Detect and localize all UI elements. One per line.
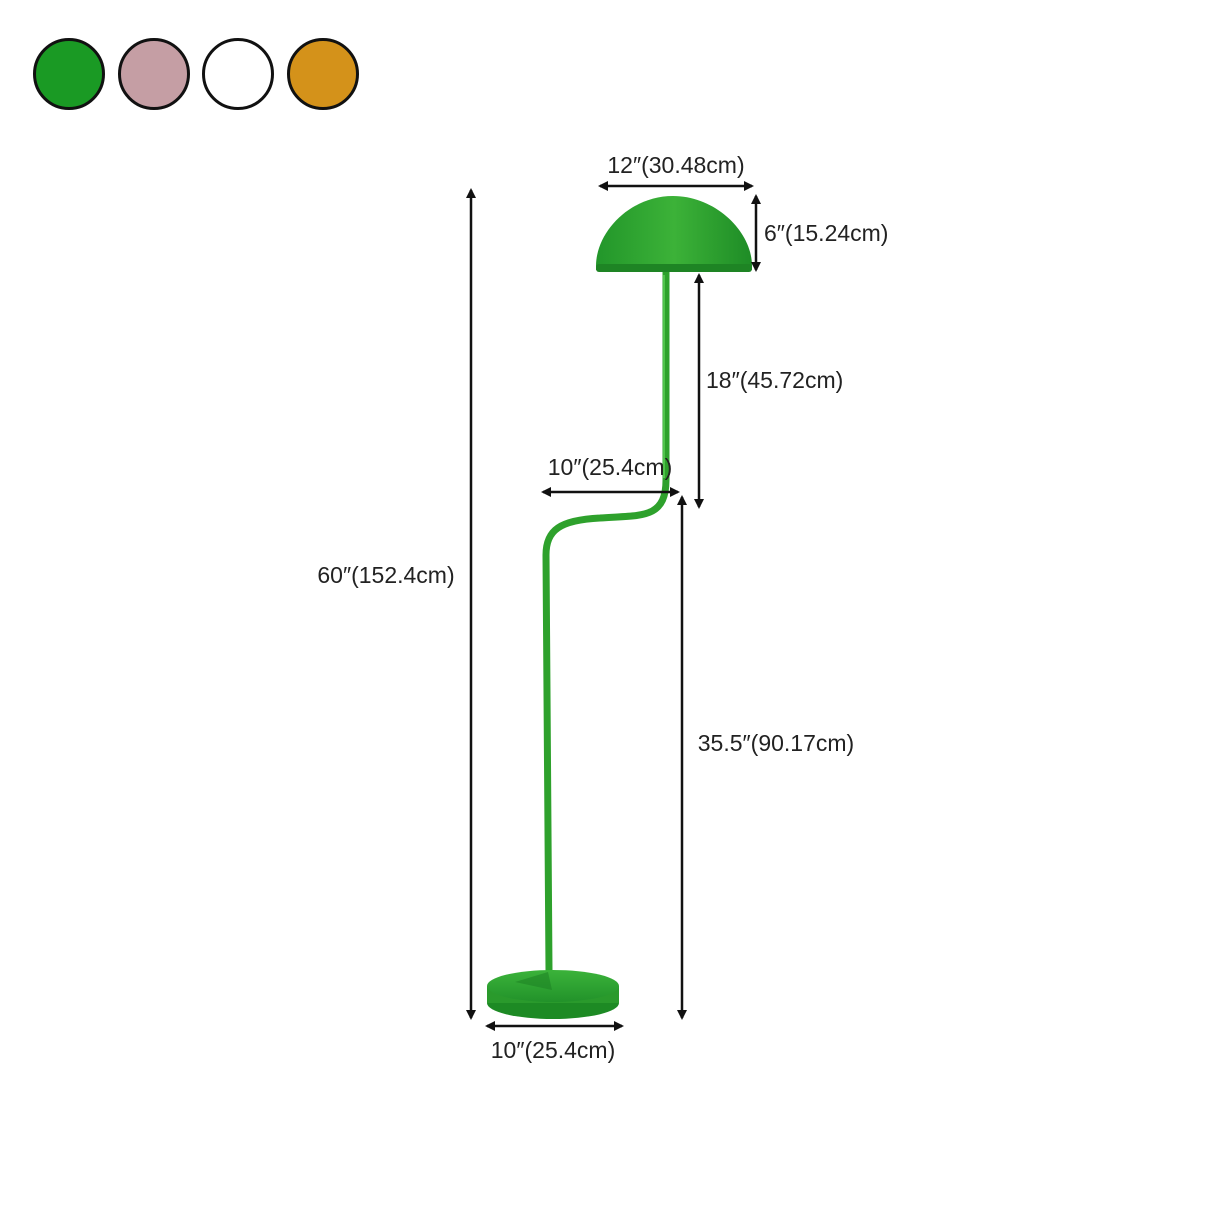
lamp-shade [596,196,752,270]
total-height-label: 60″(152.4cm) [317,562,454,588]
color-swatch-pink[interactable] [118,38,190,110]
lamp-base [487,970,619,1019]
lamp-stem [542,266,670,974]
floor-lamp [487,196,752,1019]
shade-height-label: 6″(15.24cm) [764,220,888,246]
upper-stem-label: 18″(45.72cm) [706,367,843,393]
color-swatch-green[interactable] [33,38,105,110]
shade-width-label: 12″(30.48cm) [607,152,744,178]
color-swatch-amber[interactable] [287,38,359,110]
base-width-label: 10″(25.4cm) [491,1037,615,1063]
color-swatch-white[interactable] [202,38,274,110]
lower-stem-label: 35.5″(90.17cm) [698,730,854,756]
offset-label: 10″(25.4cm) [548,454,672,480]
